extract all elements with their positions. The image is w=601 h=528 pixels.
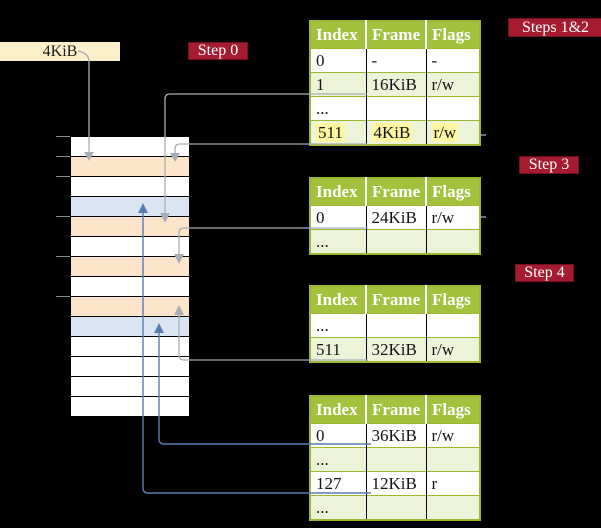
column-header-flags: Flags: [426, 286, 480, 314]
table-cell: ...: [310, 447, 367, 472]
table-cell: 127: [310, 471, 367, 496]
table-cell: 32KiB: [366, 337, 427, 362]
table-cell: [426, 96, 480, 121]
memory-row-1-table: [71, 157, 189, 177]
column-header-frame: Frame: [366, 178, 427, 206]
column-header-flags: Flags: [426, 21, 480, 49]
table-row: ...: [310, 447, 480, 472]
step-4-badge: Step 4: [515, 264, 574, 282]
table-row: ...: [310, 229, 480, 254]
table-row: ...: [310, 313, 480, 338]
table-cell: ...: [310, 313, 367, 338]
table-cell: 0: [310, 423, 367, 448]
frame-size-box: 4KiB: [0, 42, 120, 61]
table-cell: r/w: [426, 423, 480, 448]
memory-row-0-free: [71, 137, 189, 157]
physical-memory-column: [70, 136, 190, 417]
table-cell: [366, 313, 427, 338]
memory-row-7-free: [71, 277, 189, 297]
table-cell: 36KiB: [366, 423, 427, 448]
column-header-index: Index: [310, 178, 367, 206]
table-cell: [366, 495, 427, 520]
column-header-flags: Flags: [426, 178, 480, 206]
table-cell: 1: [310, 72, 367, 97]
memory-tick: [56, 296, 70, 297]
column-header-index: Index: [310, 396, 367, 424]
memory-row-10-free: [71, 337, 189, 357]
table-cell: 0: [310, 205, 367, 230]
memory-row-5-free: [71, 237, 189, 257]
table-cell: ...: [310, 495, 367, 520]
table-cell: [366, 229, 427, 254]
table-cell: [426, 229, 480, 254]
steps-1-2-badge: Steps 1&2: [508, 18, 601, 37]
table-cell: -: [366, 48, 427, 73]
memory-row-8-table: [71, 297, 189, 317]
table-cell: r/w: [426, 337, 480, 362]
memory-tick: [56, 156, 70, 157]
memory-tick: [56, 216, 70, 217]
table-cell: ...: [310, 96, 367, 121]
memory-row-4-table: [71, 217, 189, 237]
table-cell: 12KiB: [366, 471, 427, 496]
step-0-badge: Step 0: [188, 42, 248, 60]
table-cell: 24KiB: [366, 205, 427, 230]
table-cell: [366, 447, 427, 472]
memory-row-11-free: [71, 357, 189, 377]
table-cell: ...: [310, 229, 367, 254]
table-cell: 511: [310, 120, 367, 145]
table-row: ...: [310, 96, 480, 121]
table-cell: r/w: [426, 120, 480, 145]
table-cell: r/w: [426, 72, 480, 97]
table-cell: [426, 313, 480, 338]
frame-size-label: 4KiB: [42, 42, 78, 60]
column-header-flags: Flags: [426, 396, 480, 424]
table-cell: 4KiB: [366, 120, 427, 145]
memory-tick: [56, 176, 70, 177]
table-row: ...: [310, 495, 480, 520]
table-cell: 511: [310, 337, 367, 362]
table-cell: r: [426, 471, 480, 496]
memory-row-6-table: [71, 257, 189, 277]
memory-row-12-free: [71, 377, 189, 397]
table-cell: [366, 96, 427, 121]
memory-tick: [56, 256, 70, 257]
memory-row-9-page: [71, 317, 189, 337]
table-row: 0--: [310, 48, 480, 73]
column-header-frame: Frame: [366, 21, 427, 49]
column-header-index: Index: [310, 286, 367, 314]
memory-row-13-free: [71, 397, 189, 416]
column-header-frame: Frame: [366, 286, 427, 314]
memory-row-3-page: [71, 197, 189, 217]
table-cell: [426, 447, 480, 472]
column-header-index: Index: [310, 21, 367, 49]
column-header-frame: Frame: [366, 396, 427, 424]
step-3-badge: Step 3: [519, 156, 579, 174]
table-cell: r/w: [426, 205, 480, 230]
memory-tick: [56, 136, 70, 137]
table-cell: -: [426, 48, 480, 73]
table-cell: [426, 495, 480, 520]
table-cell: 0: [310, 48, 367, 73]
table-cell: 16KiB: [366, 72, 427, 97]
memory-row-2-free: [71, 177, 189, 197]
